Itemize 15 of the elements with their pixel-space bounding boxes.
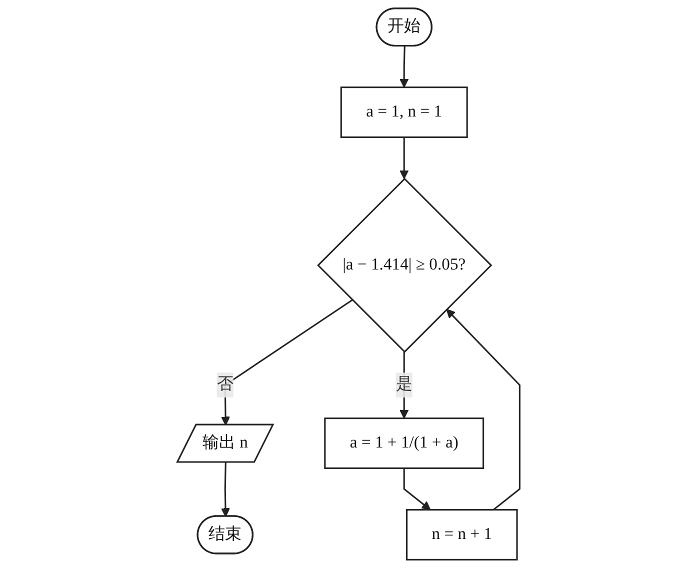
terminal-node: 开始 (376, 8, 432, 47)
edge-label: 是 (396, 372, 412, 398)
output-parallelogram: 输出 n (176, 424, 274, 463)
arrow (446, 308, 520, 510)
edge-label: 否 (216, 372, 234, 398)
terminal-node: 结束 (196, 515, 254, 554)
process-box: n = n + 1 (406, 509, 518, 560)
process-box: a = 1 + 1/(1 + a) (324, 418, 484, 469)
arrow (403, 468, 431, 510)
decision-diamond: |a − 1.414| ≥ 0.05? (317, 178, 492, 353)
arrow (220, 299, 353, 426)
arrow (220, 462, 230, 517)
process-box: a = 1, n = 1 (340, 86, 468, 138)
arrow (400, 46, 409, 88)
arrow (400, 137, 409, 180)
